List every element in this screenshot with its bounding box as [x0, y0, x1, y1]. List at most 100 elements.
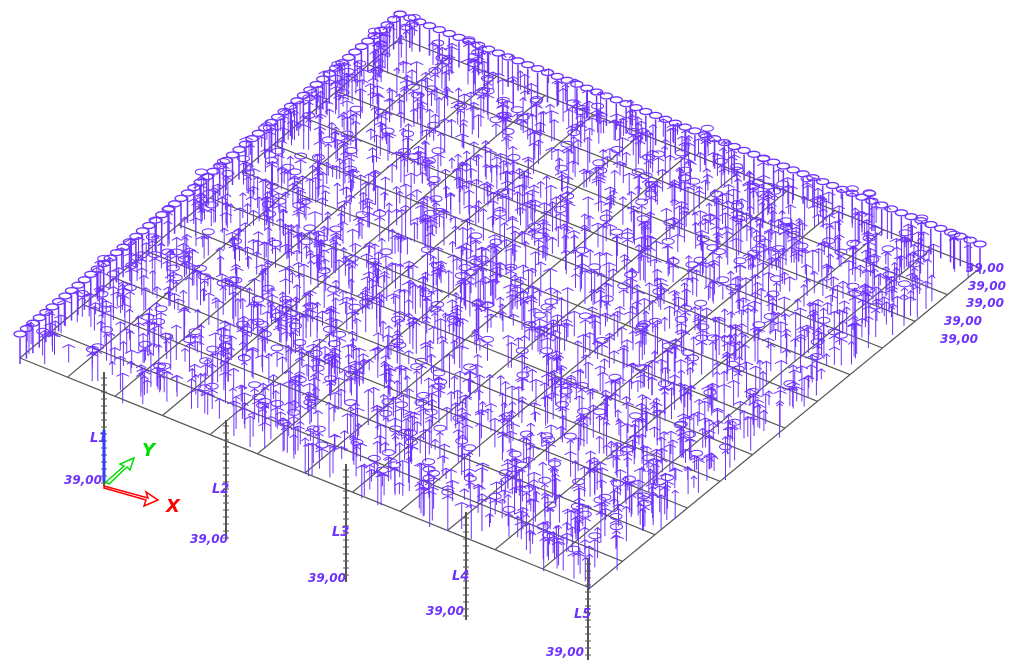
load-symbol: [708, 250, 718, 266]
load-symbol: [502, 187, 516, 222]
load-symbol: [847, 322, 861, 357]
load-symbol: [339, 186, 354, 206]
load-symbol: [200, 391, 210, 414]
load-symbol: [800, 324, 814, 338]
load-symbol: [284, 265, 295, 295]
load-symbol: [438, 118, 452, 153]
load-symbol: [347, 169, 359, 190]
load-symbol: [227, 367, 240, 389]
load-symbol: [379, 270, 390, 283]
load-symbol: [653, 478, 667, 486]
load-symbol: [834, 331, 848, 339]
load-symbol: [648, 491, 658, 526]
load-symbol: [395, 93, 404, 115]
load-symbol: [155, 375, 166, 391]
load-symbol: [572, 478, 586, 486]
load-symbol: [135, 267, 148, 296]
load-symbol: [215, 350, 228, 372]
load-symbol: [525, 199, 537, 221]
load-symbol: [383, 97, 396, 122]
load-symbol: [531, 327, 545, 352]
load-symbol: [301, 363, 313, 377]
load-symbol: [680, 277, 694, 307]
load-symbol: [280, 331, 292, 363]
column-5[interactable]: L5 39,00: [546, 558, 591, 660]
load-symbol: [603, 224, 618, 237]
load-symbol: [668, 289, 681, 317]
load-symbol: [623, 278, 638, 312]
load-symbol: [261, 284, 275, 292]
load-symbol: [692, 269, 701, 297]
load-symbol: [787, 231, 801, 238]
load-symbol: [260, 241, 269, 262]
load-symbol: [381, 441, 390, 453]
load-symbol: [165, 211, 173, 245]
load-symbol: [636, 371, 646, 389]
load-symbol: [654, 282, 669, 300]
load-symbol: [829, 220, 842, 253]
load-symbol: [636, 252, 644, 281]
load-symbol: [744, 416, 758, 451]
load-symbol: [806, 313, 814, 328]
load-symbol: [403, 260, 415, 279]
load-symbol: [258, 382, 268, 396]
load-symbol: [344, 262, 353, 286]
load-symbol: [487, 191, 500, 225]
load-symbol: [141, 313, 155, 321]
load-symbol: [636, 374, 651, 388]
load-symbol: [281, 163, 295, 171]
load-symbol: [634, 364, 648, 372]
load-symbol: [206, 208, 217, 227]
load-symbol: [783, 387, 797, 406]
load-symbol: [370, 405, 385, 437]
load-symbol: [467, 254, 481, 269]
load-symbol: [507, 145, 518, 175]
load-symbol: [548, 466, 557, 498]
load-symbol: [238, 341, 247, 361]
column-3[interactable]: L3 39,00: [308, 464, 349, 585]
load-symbol: [824, 294, 838, 316]
load-symbol: [638, 466, 646, 502]
load-symbol: [706, 264, 714, 299]
load-symbol: [627, 113, 636, 136]
load-symbol: [322, 161, 331, 184]
load-symbol: [472, 483, 484, 513]
load-symbol: [502, 170, 512, 182]
load-symbol: [405, 450, 412, 483]
load-symbol: [677, 427, 686, 443]
load-symbol: [527, 307, 543, 341]
load-symbol: [687, 184, 700, 215]
load-symbol: [329, 85, 343, 110]
load-symbol: [825, 181, 840, 190]
load-symbol: [109, 277, 117, 313]
load-symbol: [457, 161, 467, 191]
load-symbol: [662, 484, 672, 520]
column-4[interactable]: L4 39,00: [426, 512, 469, 620]
load-symbol: [641, 445, 653, 468]
load-symbol: [211, 296, 221, 309]
load-symbol: [241, 246, 254, 267]
load-symbol: [452, 389, 464, 425]
load-symbol: [200, 280, 209, 301]
load-symbol: [594, 166, 608, 174]
column-2[interactable]: L2 39,00: [190, 420, 229, 546]
load-symbol: [544, 110, 559, 142]
y-axis-arrow: [104, 456, 136, 485]
load-symbol: [261, 404, 270, 424]
load-symbol: [426, 353, 437, 373]
load-symbol: [562, 149, 575, 184]
load-symbol: [621, 339, 633, 368]
load-symbol: [836, 255, 847, 267]
load-symbol: [915, 214, 929, 222]
load-symbol: [340, 369, 350, 404]
load-symbol: [370, 66, 384, 74]
load-symbol: [703, 213, 718, 225]
load-symbol: [770, 311, 778, 330]
load-symbol: [605, 332, 615, 350]
load-symbol: [871, 232, 883, 265]
load-symbol: [331, 297, 340, 331]
load-symbol: [316, 197, 329, 223]
load-symbol: [227, 346, 235, 358]
load-symbol: [773, 256, 788, 292]
